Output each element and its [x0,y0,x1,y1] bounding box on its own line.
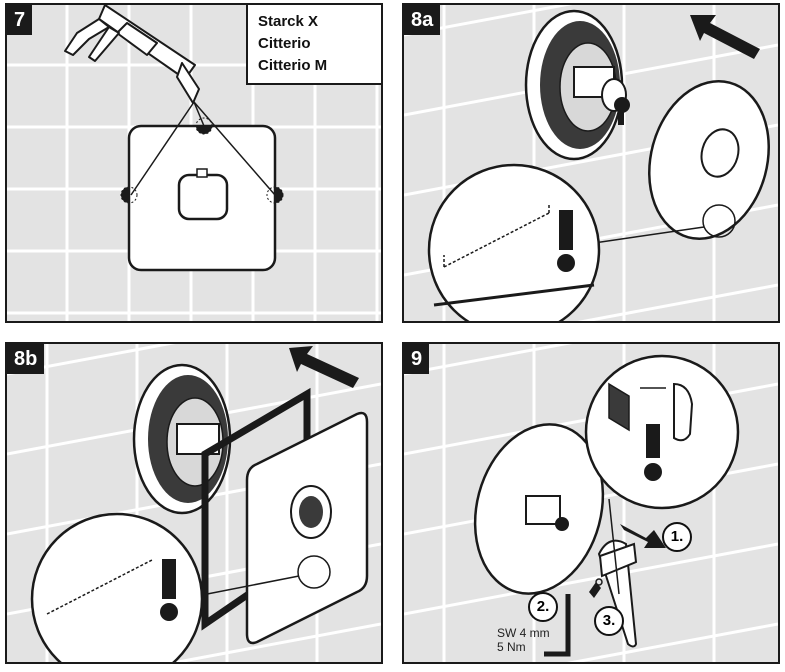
detail-magnifier [584,354,740,510]
panel-9-illustration [404,344,778,662]
detail-marker [297,555,331,589]
sealant-dot-left [121,187,129,203]
step-marker-1: 1. [662,522,692,552]
model-name: Citterio M [258,57,328,74]
panel-step-9: 9 1. 2. 3. SW 4 mm 5 Nm [402,342,780,664]
tighten-arrow-icon [589,582,601,598]
step-number-badge: 8b [7,344,45,374]
detail-magnifier [427,163,601,321]
panel-8a-illustration [404,5,778,321]
warning-exclamation-icon [646,424,660,458]
detail-marker [702,204,736,238]
caulking-gun [64,5,200,104]
panel-7-illustration [7,5,381,321]
warning-exclamation-icon [162,559,176,599]
panel-step-7: 7 Starck X Citterio Citterio M [5,3,383,323]
step-number-badge: 9 [404,344,430,374]
step-number-badge: 7 [7,5,33,35]
sealant-dot-right [275,187,283,203]
hex-key-tool [544,594,571,657]
spec-line: 5 Nm [497,640,526,654]
slide-arrow-icon [620,524,666,548]
push-arrow-icon [289,346,359,388]
model-name: Starck X [258,13,319,30]
step-marker-3: 3. [594,606,624,636]
model-list: Starck X Citterio Citterio M [246,5,381,85]
detail-magnifier [30,512,204,662]
spec-line: SW 4 mm [497,626,550,640]
panel-step-8a: 8a [402,3,780,323]
model-name: Citterio [258,35,311,52]
tool-spec: SW 4 mm 5 Nm [497,626,550,654]
valve-opening [177,173,229,221]
push-arrow-icon [690,15,760,59]
warning-exclamation-icon [559,210,573,250]
panel-8b-illustration [7,344,381,662]
panel-step-8b: 8b [5,342,383,664]
step-marker-2: 2. [528,592,558,622]
valve-stem [525,495,561,525]
step-number-badge: 8a [404,5,441,35]
sealant-dot-top [196,126,212,134]
